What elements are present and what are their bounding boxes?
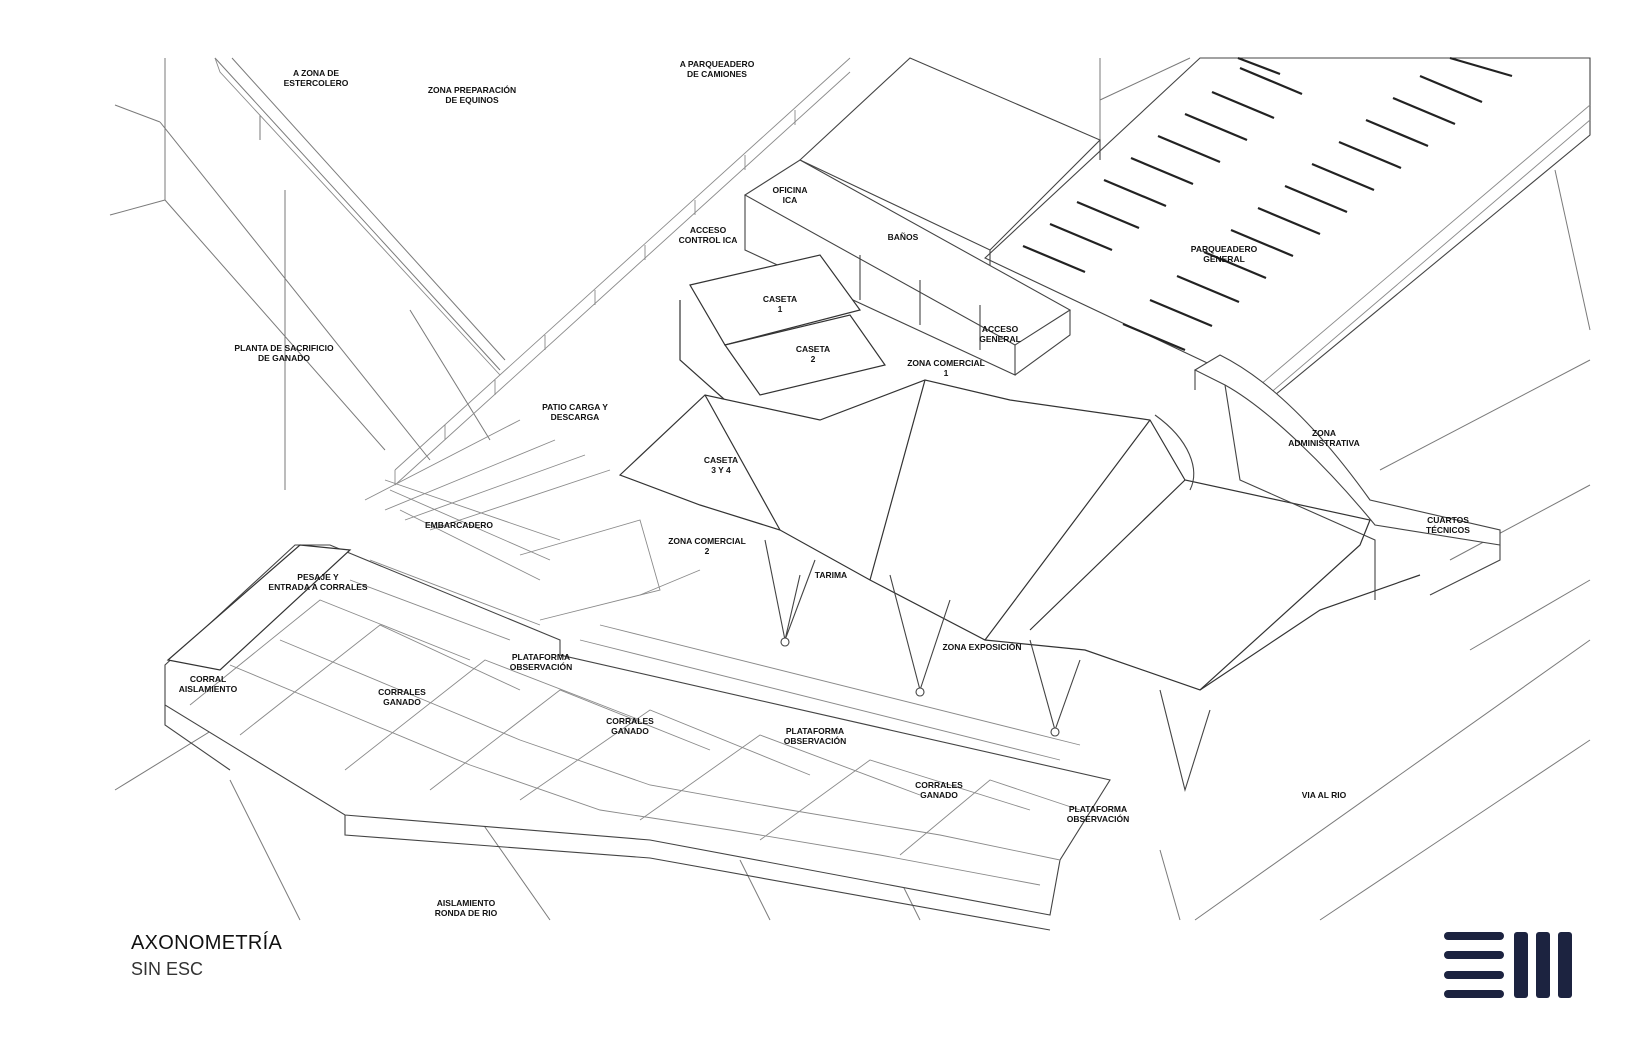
drawing-title: AXONOMETRÍA (131, 932, 283, 954)
label-tarima: TARIMA (815, 570, 847, 580)
label-embarcadero: EMBARCADERO (425, 520, 493, 530)
terrain-lines (109, 57, 1591, 921)
roof-supports (764, 539, 1211, 793)
corrales-platform (164, 544, 1111, 931)
pesaje-roof (166, 544, 352, 671)
planta-block (799, 57, 1101, 270)
drawing-scale-note: SIN ESC (131, 959, 204, 979)
label-zona-exposicion: ZONA EXPOSICIÓN (942, 641, 1021, 652)
label-via-al-rio: VIA AL RIO (1302, 790, 1347, 800)
embarcadero-ramps (364, 419, 701, 621)
admin-building (1154, 354, 1501, 600)
banos-building (743, 159, 1072, 376)
stacked-bars-logo-icon (1444, 932, 1572, 998)
title-block: AXONOMETRÍA SIN ESC (131, 932, 282, 980)
main-roof (618, 379, 1421, 691)
casetas-roofs (679, 254, 886, 401)
parking-area (984, 56, 1591, 396)
corral-fences (189, 559, 1081, 886)
perimeter-fence (214, 57, 851, 486)
label-banos: BAÑOS (888, 232, 919, 242)
